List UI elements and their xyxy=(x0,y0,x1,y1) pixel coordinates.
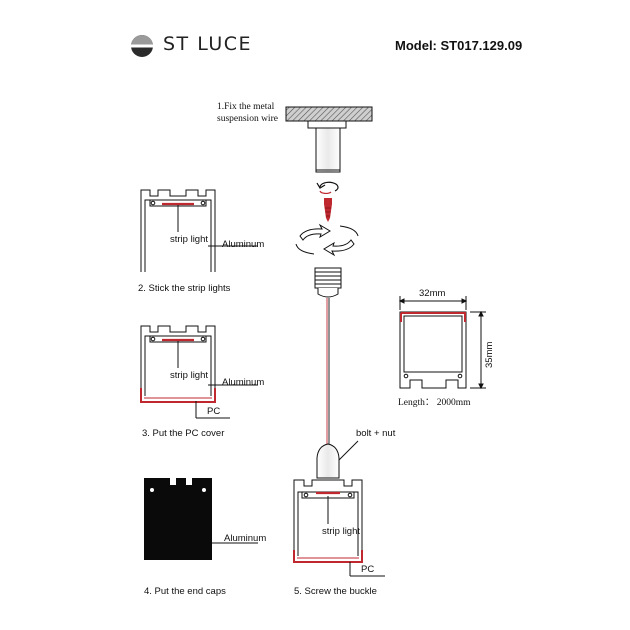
ceiling-mount-cylinder xyxy=(307,121,347,173)
bolt-nut xyxy=(316,440,359,479)
model-number: Model: ST017.129.09 xyxy=(395,38,523,53)
suspension-wire xyxy=(326,298,330,444)
screw-icon xyxy=(324,198,332,222)
step5-label: 5. Screw the buckle xyxy=(294,586,377,597)
aluminum-label-3: Aluminum xyxy=(222,377,265,388)
strip-light-label-3: strip light xyxy=(170,370,209,381)
step2-label: 2. Stick the strip lights xyxy=(138,283,231,294)
step4-label: 4. Put the end caps xyxy=(144,586,226,597)
profile-step2 xyxy=(140,189,258,272)
bolt-nut-label: bolt + nut xyxy=(356,428,396,439)
step1-label-line1: 1.Fix the metal xyxy=(217,102,275,112)
dimension-drawing xyxy=(398,296,486,390)
ceiling-plate xyxy=(285,106,373,122)
aluminum-label-2: Aluminum xyxy=(222,239,265,250)
width-dimension: 32mm xyxy=(419,288,446,299)
profile-step5 xyxy=(293,479,385,577)
height-dimension: 35mm xyxy=(484,341,495,368)
strip-light-label-5: strip light xyxy=(322,526,361,537)
aluminum-label-4: Aluminum xyxy=(224,533,267,544)
length-dimension: Length： 2000mm xyxy=(398,398,471,408)
profile-step3 xyxy=(140,325,258,419)
rotate-arrow-icon xyxy=(316,181,339,195)
st-luce-logo-icon xyxy=(131,35,153,57)
rotate-arrows-large-icon xyxy=(295,223,359,257)
brand-name: ST LUCE xyxy=(163,33,253,55)
step3-label: 3. Put the PC cover xyxy=(142,428,225,439)
step1-label-line2: suspension wire xyxy=(217,114,278,124)
end-cap xyxy=(144,478,258,560)
pc-label-3: PC xyxy=(207,406,221,417)
pc-label-5: PC xyxy=(361,564,375,575)
strip-light-label-2: strip light xyxy=(170,234,209,245)
threaded-fitting xyxy=(314,267,342,298)
